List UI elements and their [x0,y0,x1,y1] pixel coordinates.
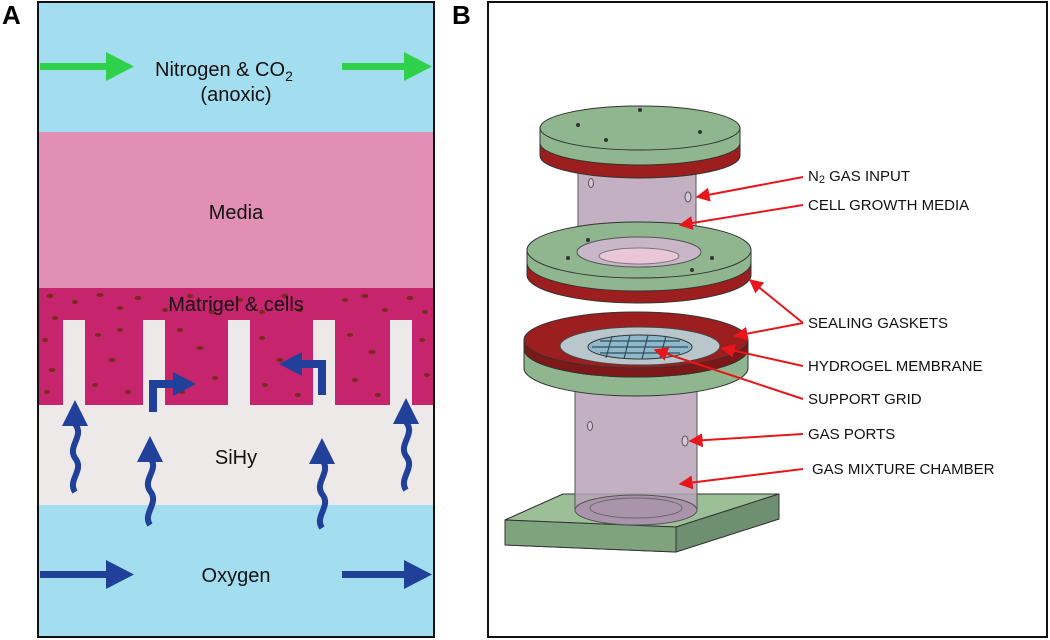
base-plate [504,493,780,553]
panel-a-border [37,1,435,638]
label-gas-ports: GAS PORTS [808,426,895,443]
sihy-pillar [390,320,412,406]
bent-arrow-right [149,372,196,412]
oxygen-diffusion-arrow [309,438,335,530]
top-flange [539,105,741,179]
label-gas-mixture-chamber: GAS MIXTURE CHAMBER [812,461,995,478]
green-arrow-left [40,52,134,81]
arrow-support-grid [653,347,804,400]
callout-arrows [653,176,804,490]
panel-b-letter: B [452,0,471,30]
sihy-layer [38,405,434,505]
gas-port-icon [684,191,692,203]
label-n2-gas-input: N2 GAS INPUT [808,168,910,186]
label-hydrogel-membrane: HYDROGEL MEMBRANE [808,358,982,375]
arrow-sealing-lower [733,322,804,341]
sihy-pillar [228,320,250,406]
arrow-hydrogel [720,343,804,367]
gas-mixture-chamber [574,374,698,526]
anoxic-label: (anoxic) [200,84,271,106]
label-sealing-gaskets: SEALING GASKETS [808,315,948,332]
arrow-n2-input [695,176,804,202]
sihy-pillar [63,320,85,406]
oxygen-diffusion-arrow [393,398,419,492]
hydrogel-membrane [559,326,721,366]
blue-arrow-right [342,560,432,589]
green-arrow-right [342,52,432,81]
gas-top-label: Nitrogen & CO2 [155,59,293,84]
gas-port-icon [588,178,594,188]
bent-arrow-left [279,352,326,395]
arrow-growth-media [678,204,804,230]
arrow-gas-chamber [678,468,804,490]
gas-port-icon [681,435,689,447]
gas-port-icon [587,421,593,431]
panel-a-letter: A [2,0,21,30]
media-label: Media [209,202,264,224]
media-layer [38,132,434,288]
cell-dots [42,293,430,397]
panel-b: N2 GAS INPUT CELL GROWTH MEDIA SEALING G… [487,1,1048,638]
panel-a: Nitrogen & CO2 (anoxic) Media Matrigel &… [37,1,435,638]
matrigel-label: Matrigel & cells [168,294,304,316]
sihy-label: SiHy [215,447,257,469]
arrow-sealing-upper [748,279,804,324]
label-support-grid: SUPPORT GRID [808,391,922,408]
oxygen-label: Oxygen [202,565,271,587]
oxygen-diffusion-arrow [62,400,88,494]
oxygen-diffusion-arrow [137,436,163,527]
middle-flange [526,221,752,304]
arrow-gas-ports [688,433,804,448]
label-cell-growth-media: CELL GROWTH MEDIA [808,197,969,214]
blue-arrow-left [40,560,134,589]
